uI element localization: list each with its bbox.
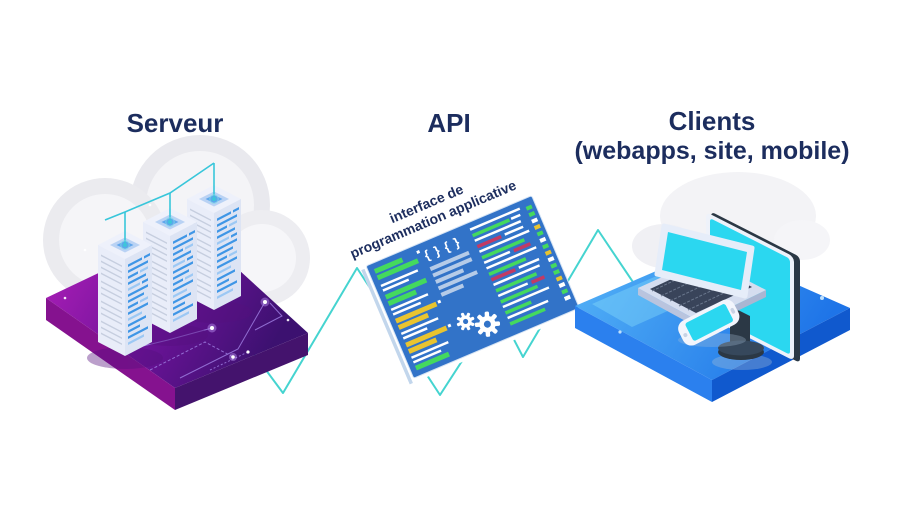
api-panel: { } { }	[348, 177, 580, 385]
laptop-screen	[662, 232, 747, 290]
smartphone	[678, 299, 740, 346]
clients-title-line2: (webapps, site, mobile)	[574, 137, 849, 165]
clients-title-line1: Clients	[669, 106, 756, 136]
circuit-traces	[117, 301, 283, 379]
server-title: Serveur	[127, 108, 224, 138]
api-code-right-column	[469, 207, 550, 326]
api-code-left-column	[373, 250, 452, 371]
server-antenna-dots	[120, 194, 219, 250]
server-antenna-lines	[104, 162, 215, 245]
circuit-glow-dots	[207, 297, 270, 361]
server-tower-front	[98, 231, 152, 356]
api-chip-column	[525, 204, 571, 301]
phone-screen	[685, 304, 733, 341]
api-title: API	[427, 108, 470, 138]
